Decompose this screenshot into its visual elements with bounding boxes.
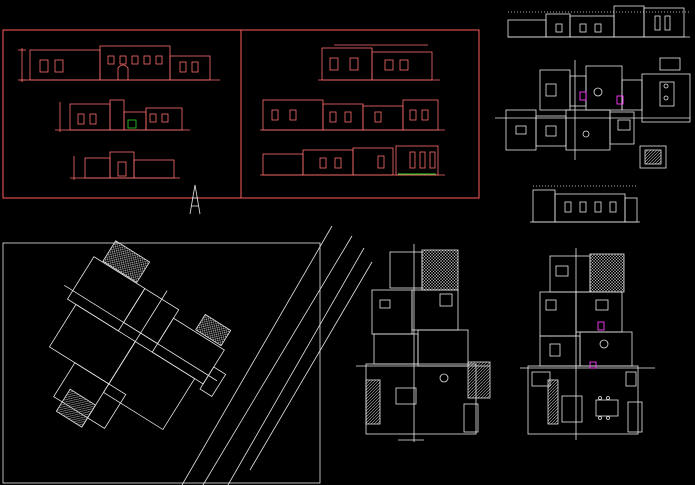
furnished-plan-bottom-accents — [589, 321, 605, 369]
site-plan — [2, 225, 373, 485]
furnished-plan-top-right — [495, 57, 691, 169]
tower-symbol — [189, 184, 201, 215]
elevation-front-1 — [18, 45, 220, 82]
elevation-rear-2 — [260, 99, 445, 131]
top-right-elevation — [507, 5, 690, 38]
furnished-plan-accents — [579, 91, 624, 105]
floor-plan-ground — [356, 244, 491, 442]
elevation-green-accent — [127, 119, 137, 129]
elevation-mid-right — [530, 185, 640, 223]
floor-plan-furnished — [520, 248, 655, 440]
elevation-side-2 — [70, 151, 180, 180]
site-boundary — [2, 242, 321, 484]
elevations-sheet — [2, 29, 480, 215]
elevation-side-3 — [260, 145, 445, 176]
elevation-rear-1 — [318, 44, 440, 81]
site-plan-building — [48, 240, 232, 431]
elevation-side-1 — [55, 99, 190, 132]
